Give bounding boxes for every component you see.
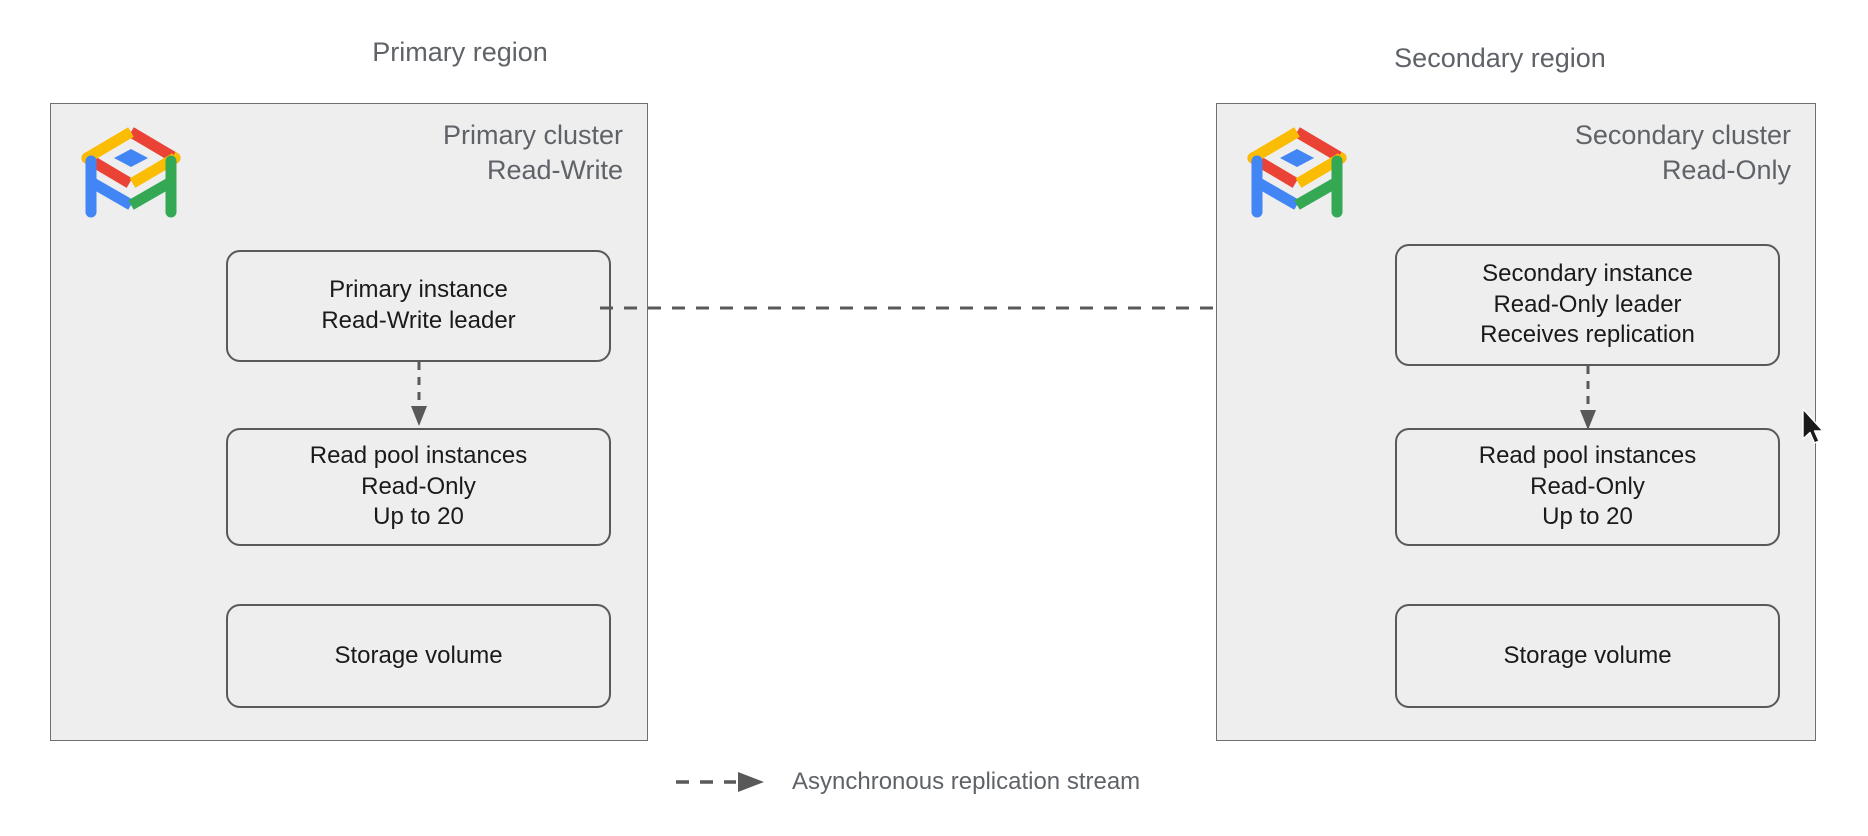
region-title-primary: Primary region [372, 37, 548, 67]
dashed-arrow-icon [676, 772, 768, 792]
region-title-secondary: Secondary region [1394, 43, 1606, 73]
alloydb-logo [79, 120, 183, 224]
secondary-fanout-arrow [1579, 366, 1597, 432]
node-storage-volume-primary[interactable]: Storage volume [226, 604, 611, 708]
legend: Asynchronous replication stream [676, 768, 1140, 796]
node-secondary-instance[interactable]: Secondary instance Read-Only leader Rece… [1395, 244, 1780, 366]
cluster-title-primary: Primary cluster Read-Write [442, 120, 623, 185]
node-storage-volume-secondary[interactable]: Storage volume [1395, 604, 1780, 708]
cluster-primary[interactable]: Primary cluster Read-Write Primary insta… [50, 103, 648, 741]
legend-label: Asynchronous replication stream [792, 768, 1141, 795]
primary-fanout-arrow [410, 362, 428, 428]
cluster-title-secondary: Secondary cluster Read-Only [1574, 120, 1791, 185]
node-primary-instance[interactable]: Primary instance Read-Write leader [226, 250, 611, 362]
node-read-pool-primary[interactable]: Read pool instances Read-Only Up to 20 [226, 428, 611, 546]
cluster-secondary[interactable]: Secondary cluster Read-Only Secondary in… [1216, 103, 1816, 741]
alloydb-logo [1245, 120, 1349, 224]
node-read-pool-secondary[interactable]: Read pool instances Read-Only Up to 20 [1395, 428, 1780, 546]
